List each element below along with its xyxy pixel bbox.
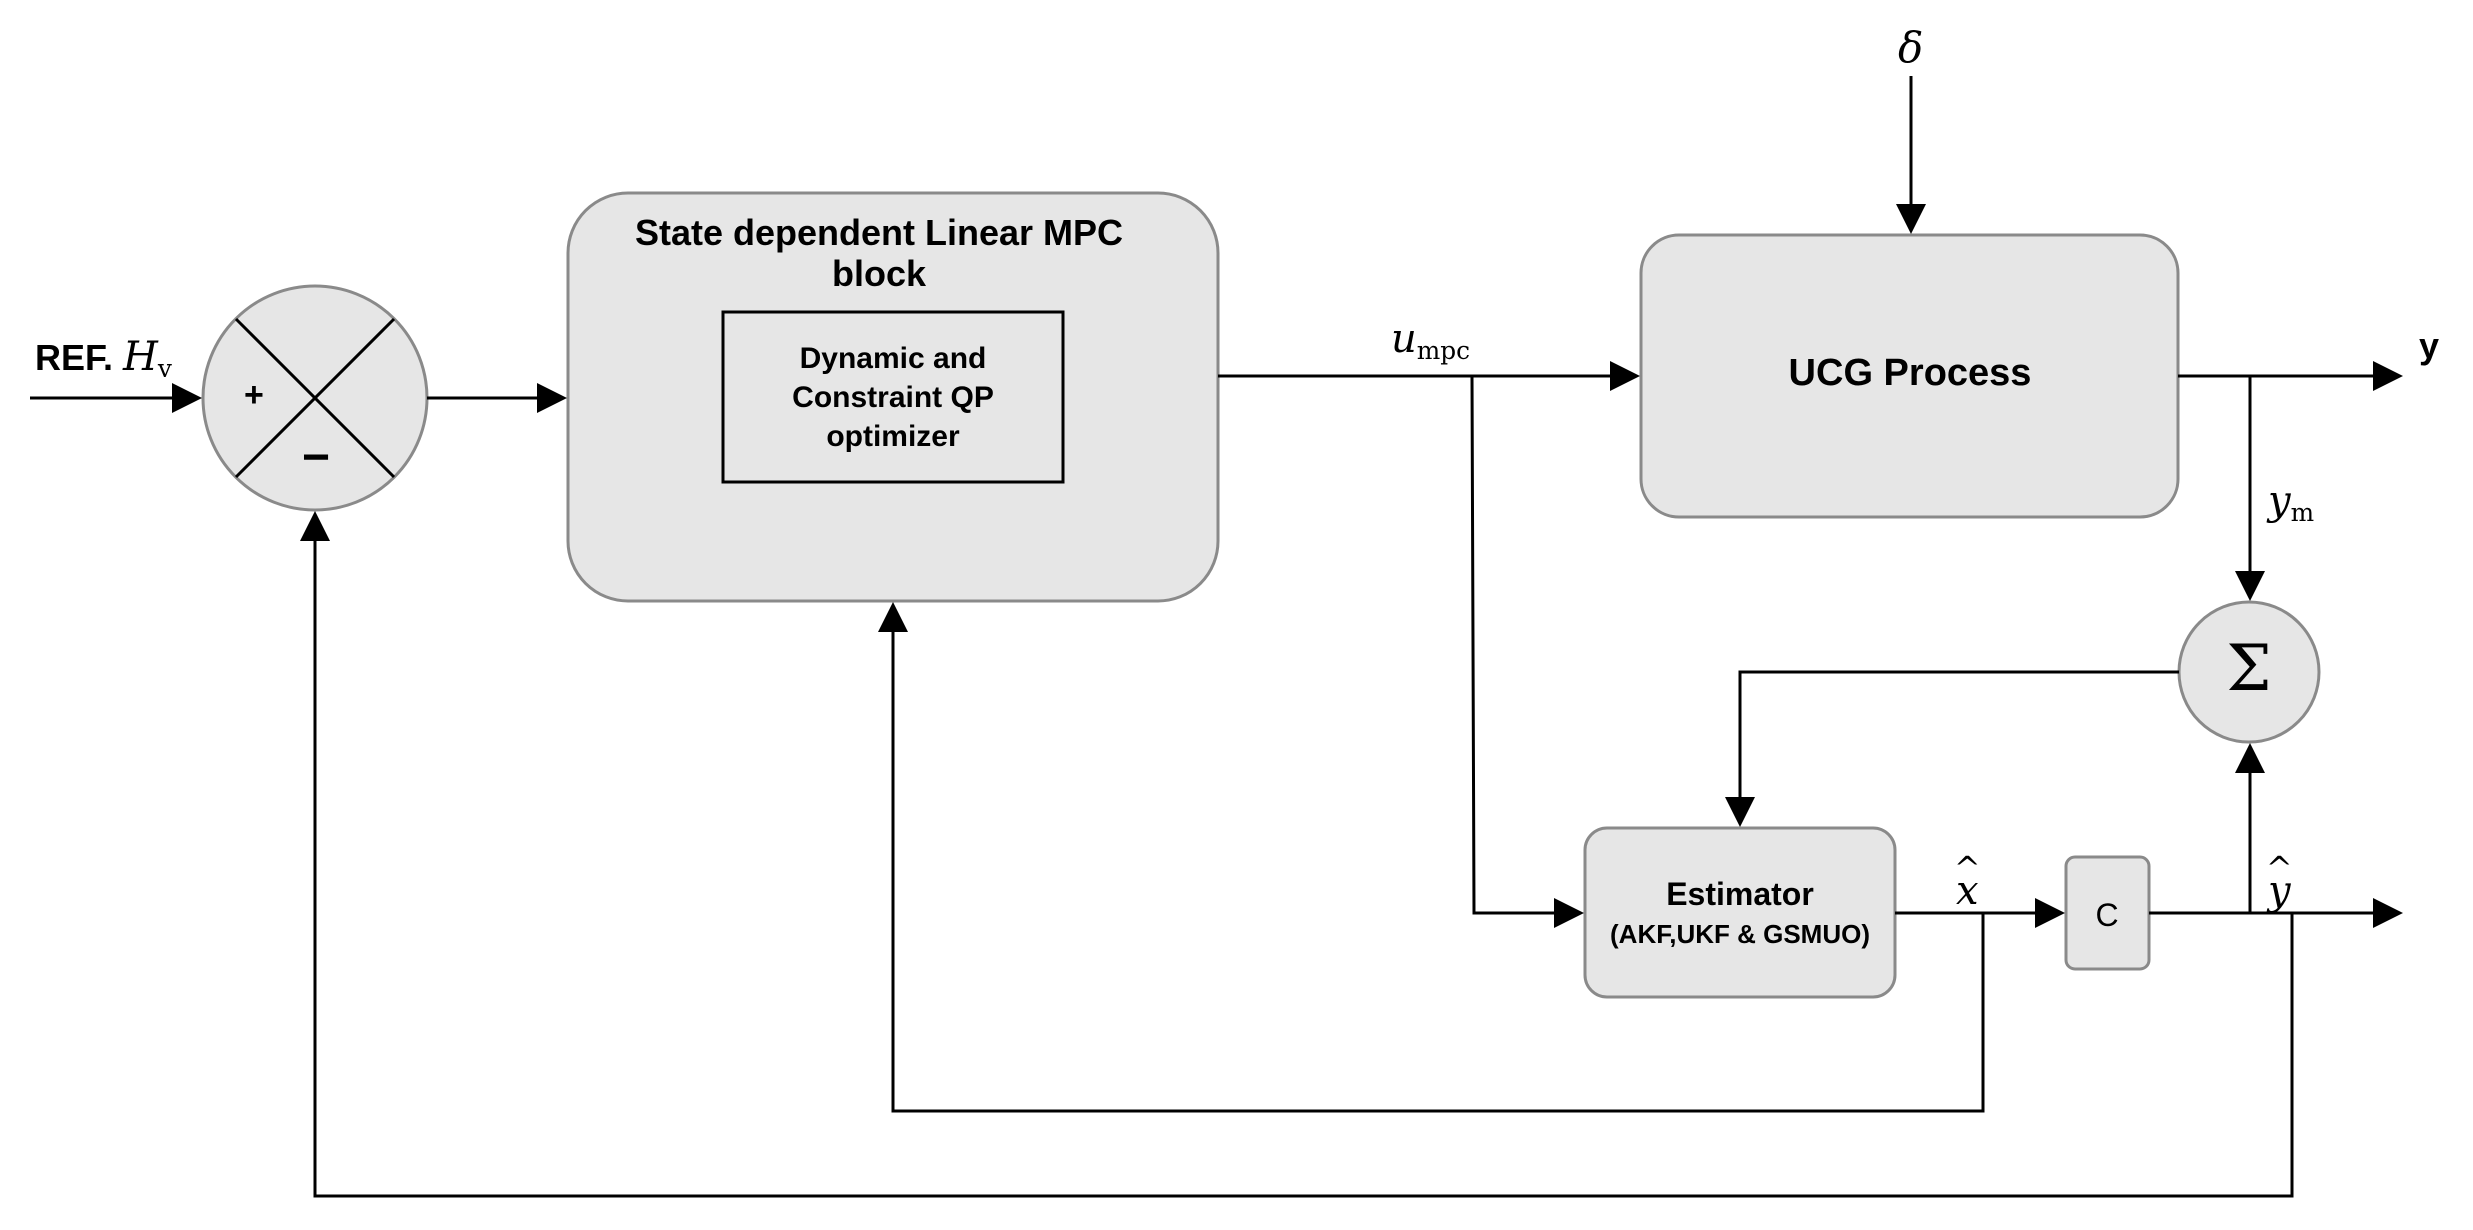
- process-label: UCG Process: [1788, 352, 2032, 394]
- summing-junction-cross-b: [234, 317, 396, 479]
- u-mpc-label: umpc: [1391, 316, 1471, 365]
- u-mpc-to-estimator-arrow: [1470, 375, 1584, 928]
- sum-plus-sign: +: [244, 376, 264, 414]
- y-m-label: ym: [2268, 478, 2315, 527]
- y-hat-feedback-to-sum-arrow: [300, 511, 2294, 1198]
- sum-minus-sign: −: [302, 431, 331, 484]
- qp-optimizer-block: [721, 310, 1065, 484]
- x-hat-feedback-to-mpc-arrow: [878, 602, 1985, 1113]
- output-y-label: y: [2419, 325, 2440, 366]
- x-hat-label: x: [1956, 868, 1979, 914]
- qp-optimizer-label: Dynamic and Constraint QP optimizer: [792, 342, 994, 453]
- sigma-label: Σ: [2226, 632, 2272, 706]
- ref-symbol: Hv: [123, 334, 172, 383]
- y-hat-label: y: [2268, 868, 2291, 914]
- c-block-label: C: [2095, 897, 2119, 933]
- ref-label: REF. Hv: [35, 334, 172, 383]
- disturbance-label: δ: [1898, 23, 1924, 72]
- estimator-subtitle: (AKF,UKF & GSMUO): [1610, 919, 1870, 949]
- ref-text: REF.: [35, 337, 114, 378]
- mpc-block-title: State dependent Linear MPC block: [634, 212, 1124, 295]
- estimator-title: Estimator: [1666, 876, 1814, 912]
- sigma-to-estimator-arrow: [1725, 670, 2179, 827]
